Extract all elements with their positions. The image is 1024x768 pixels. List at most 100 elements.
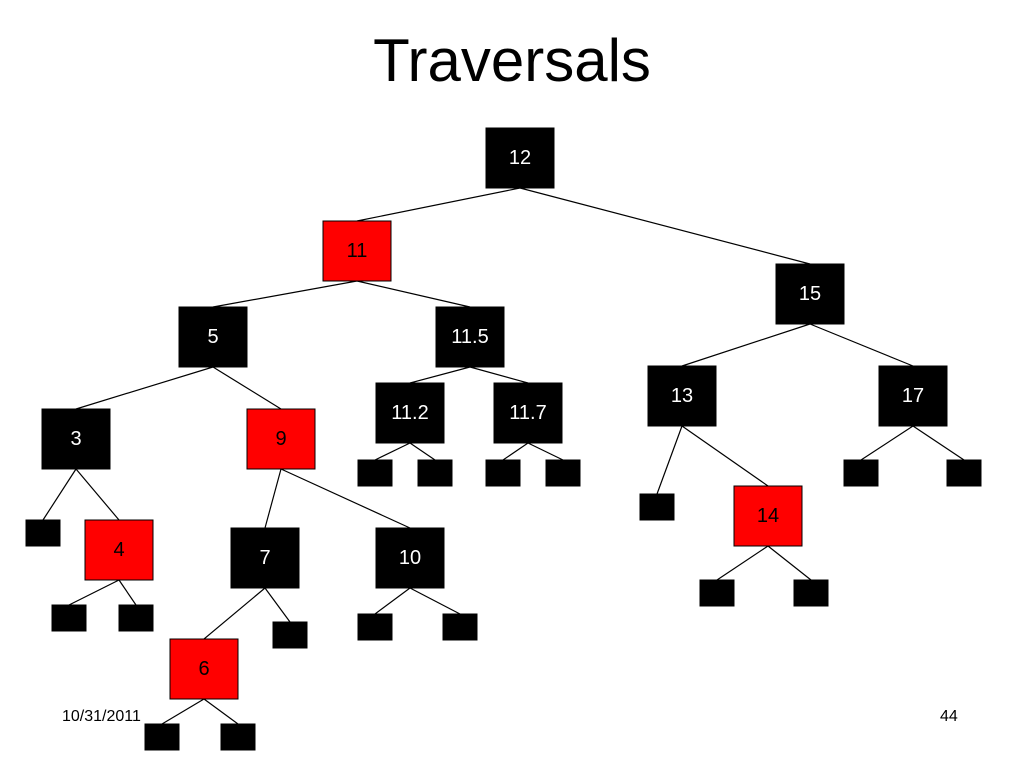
- nil-leaf-node: [699, 579, 735, 607]
- nil-leaf-node: [357, 459, 393, 487]
- nil-leaf-box: [485, 459, 521, 487]
- nil-leaf-node: [843, 459, 879, 487]
- tree-edge: [68, 579, 120, 606]
- red-node-box: [246, 408, 316, 470]
- tree-edge: [912, 425, 965, 461]
- black-node-box: [230, 527, 300, 589]
- tree-node-9: 9: [246, 408, 316, 470]
- tree-edge: [161, 698, 205, 725]
- tree-edge: [409, 366, 471, 384]
- nil-leaf-node: [51, 604, 87, 632]
- black-node-box: [878, 365, 948, 427]
- nil-leaf-node: [485, 459, 521, 487]
- node-label: 15: [799, 283, 821, 305]
- tree-edge: [809, 323, 914, 367]
- tree-node-14: 14: [733, 485, 803, 547]
- tree-edge: [118, 579, 137, 606]
- black-node-box: [375, 527, 445, 589]
- node-label: 10: [399, 547, 421, 569]
- nil-leaf-box: [357, 613, 393, 641]
- node-label: 3: [70, 428, 81, 450]
- node-label: 14: [757, 505, 779, 527]
- tree-edges: [42, 187, 965, 725]
- tree-edge: [75, 366, 214, 410]
- nil-leaf-box: [545, 459, 581, 487]
- black-node-box: [435, 306, 505, 368]
- nil-leaf-node: [793, 579, 829, 607]
- tree-edge: [203, 587, 266, 640]
- nil-leaf-node: [417, 459, 453, 487]
- tree-edge: [502, 442, 529, 461]
- node-label: 11.5: [451, 326, 488, 348]
- node-label: 9: [275, 428, 286, 450]
- nil-leaf-box: [118, 604, 154, 632]
- tree-edge: [212, 280, 358, 308]
- nil-leaf-node: [442, 613, 478, 641]
- red-node-box: [322, 220, 392, 282]
- node-label: 7: [259, 547, 270, 569]
- tree-edge: [42, 468, 77, 521]
- node-label: 5: [207, 326, 218, 348]
- slide-title: Traversals: [373, 27, 651, 94]
- tree-nodes: 12 11 15 5 11.5 3 9 11.2 11.7 13 17 4 7 10 14 6: [25, 127, 982, 751]
- tree-node-6: 6: [169, 638, 239, 700]
- nil-leaf-node: [545, 459, 581, 487]
- node-label: 13: [671, 385, 693, 407]
- red-node-box: [84, 519, 154, 581]
- nil-leaf-box: [699, 579, 735, 607]
- node-label: 11.7: [509, 402, 546, 424]
- nil-leaf-box: [220, 723, 256, 751]
- tree-node-11.7: 11.7: [493, 382, 563, 444]
- tree-edge: [374, 587, 411, 615]
- nil-leaf-box: [946, 459, 982, 487]
- nil-leaf-node: [118, 604, 154, 632]
- tree-node-7: 7: [230, 527, 300, 589]
- tree-edge: [469, 366, 529, 384]
- nil-leaf-box: [272, 621, 308, 649]
- red-node-box: [733, 485, 803, 547]
- tree-edge: [374, 442, 411, 461]
- nil-leaf-box: [793, 579, 829, 607]
- tree-node-11: 11: [322, 220, 392, 282]
- tree-node-11.5: 11.5: [435, 306, 505, 368]
- footer-page-number: 44: [940, 708, 958, 725]
- nil-leaf-box: [144, 723, 180, 751]
- tree-node-4: 4: [84, 519, 154, 581]
- tree-edge: [264, 468, 282, 529]
- tree-node-12: 12: [485, 127, 555, 189]
- tree-node-15: 15: [775, 263, 845, 325]
- tree-edge: [203, 698, 239, 725]
- node-label: 11.2: [391, 402, 428, 424]
- nil-leaf-box: [843, 459, 879, 487]
- tree-edge: [681, 323, 811, 367]
- nil-leaf-node: [639, 493, 675, 521]
- black-node-box: [485, 127, 555, 189]
- tree-edge: [409, 442, 436, 461]
- tree-edge: [767, 545, 812, 581]
- nil-leaf-box: [51, 604, 87, 632]
- red-node-box: [169, 638, 239, 700]
- nil-leaf-box: [442, 613, 478, 641]
- tree-node-17: 17: [878, 365, 948, 427]
- tree-edge: [527, 442, 564, 461]
- black-node-box: [178, 306, 248, 368]
- black-node-box: [647, 365, 717, 427]
- tree-edge: [656, 425, 683, 495]
- tree-node-3: 3: [41, 408, 111, 470]
- tree-edge: [356, 187, 521, 222]
- tree-edge: [75, 468, 120, 521]
- tree-edge: [280, 468, 411, 529]
- tree-node-13: 13: [647, 365, 717, 427]
- black-node-box: [493, 382, 563, 444]
- nil-leaf-box: [639, 493, 675, 521]
- nil-leaf-node: [25, 519, 61, 547]
- node-label: 17: [902, 385, 924, 407]
- node-label: 6: [198, 658, 209, 680]
- nil-leaf-node: [357, 613, 393, 641]
- tree-edge: [356, 280, 471, 308]
- nil-leaf-node: [272, 621, 308, 649]
- tree-edge: [212, 366, 282, 410]
- tree-node-10: 10: [375, 527, 445, 589]
